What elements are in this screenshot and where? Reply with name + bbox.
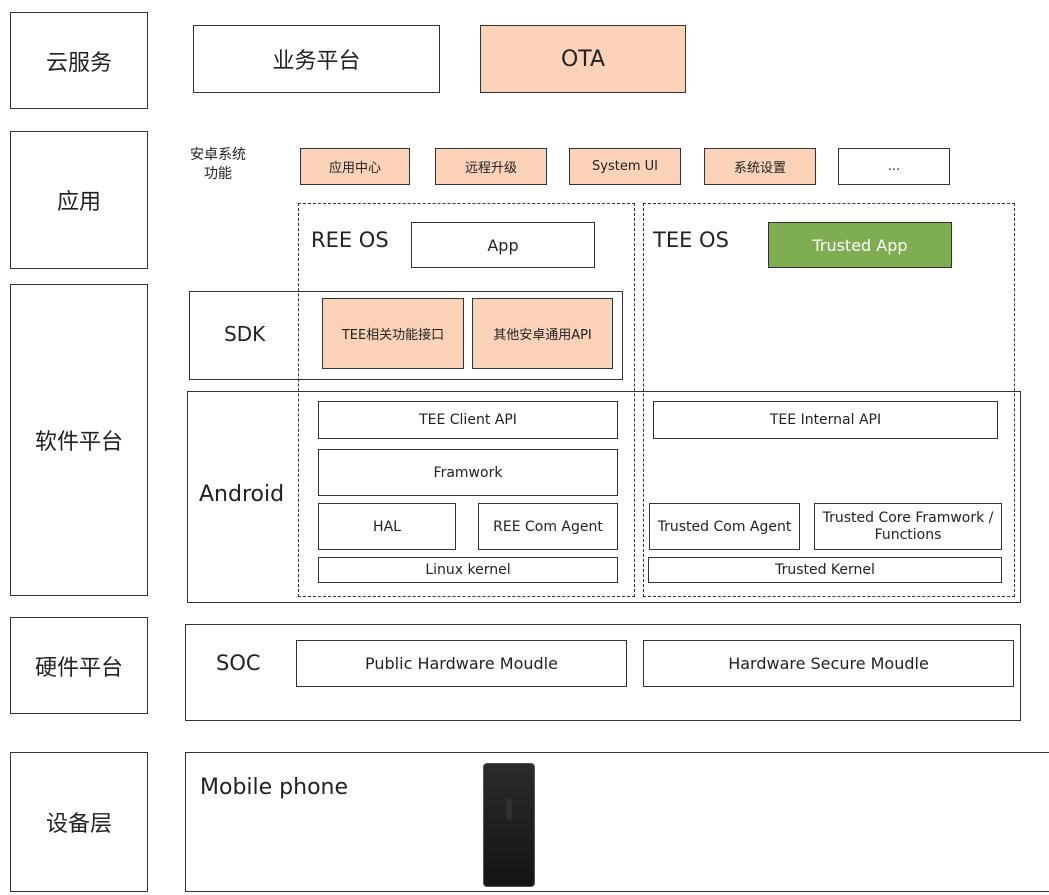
sdk-tee-interface: TEE相关功能接口 [322,298,464,369]
public-hardware-module-box: Public Hardware Moudle [296,640,627,687]
app-chip-label: 系统设置 [733,161,786,176]
hardware-secure-module-label: Hardware Secure Moudle [728,654,929,673]
sdk-item-label: TEE相关功能接口 [341,328,445,343]
android-title: Android [199,482,285,507]
ota-box: OTA [480,25,686,93]
app-chip-system-ui: System UI [569,148,681,185]
ree-com-agent-label: REE Com Agent [493,518,603,535]
mobile-phone-icon [483,763,535,887]
trusted-kernel-box: Trusted Kernel [648,557,1002,583]
ree-app-label: App [487,235,519,255]
business-platform-label: 业务平台 [272,49,361,74]
android-system-functions-label: 安卓系统 功能 [190,147,246,182]
layer-app-label: 应用 [56,190,101,215]
layer-device: 设备层 [10,752,148,892]
ree-com-agent-box: REE Com Agent [478,503,618,550]
app-chip-more: ... [838,148,950,185]
business-platform-box: 业务平台 [193,25,440,93]
ree-app-box: App [411,222,595,268]
public-hardware-module-label: Public Hardware Moudle [365,654,558,673]
layer-software-label: 软件平台 [34,430,123,455]
ree-os-region [298,203,635,597]
app-chip-label: 远程升级 [464,161,517,176]
trusted-core-framework-label: Trusted Core Framwork / Functions [822,509,994,543]
app-chip-label: ... [887,159,901,174]
app-chip-label: 应用中心 [328,161,381,176]
trusted-app-label: Trusted App [812,235,908,255]
sdk-android-api: 其他安卓通用API [472,298,613,369]
linux-kernel-label: Linux kernel [425,562,511,578]
framework-label: Framwork [433,464,503,481]
trusted-com-agent-label: Trusted Com Agent [657,518,792,535]
layer-cloud-label: 云服务 [45,50,112,76]
layer-software: 软件平台 [10,284,148,596]
framework-box: Framwork [318,449,618,496]
app-chip-label: System UI [592,159,658,174]
layer-app: 应用 [10,131,148,269]
device-container: Mobile phone [185,752,1049,892]
tee-client-api-label: TEE Client API [419,412,517,428]
hardware-secure-module-box: Hardware Secure Moudle [643,640,1014,687]
mobile-phone-title: Mobile phone [200,775,349,800]
ree-os-title: REE OS [311,228,389,252]
tee-internal-api-box: TEE Internal API [653,401,998,439]
tee-internal-api-label: TEE Internal API [769,412,882,428]
sdk-title: SDK [224,322,266,346]
layer-device-label: 设备层 [45,812,112,837]
layer-cloud: 云服务 [10,12,148,109]
tee-os-region [643,203,1015,597]
trusted-com-agent-box: Trusted Com Agent [649,503,800,550]
layer-hardware-label: 硬件平台 [34,655,123,681]
hal-label: HAL [373,518,401,535]
app-chip-app-center: 应用中心 [300,148,410,185]
tee-client-api-box: TEE Client API [318,401,618,439]
tee-os-title: TEE OS [653,228,729,252]
trusted-app-box: Trusted App [768,222,952,268]
hal-box: HAL [318,503,456,550]
app-chip-system-settings: 系统设置 [704,148,816,185]
ota-label: OTA [560,46,606,72]
app-chip-remote-upgrade: 远程升级 [435,148,547,185]
layer-hardware: 硬件平台 [10,617,148,714]
linux-kernel-box: Linux kernel [318,557,618,583]
soc-title: SOC [216,651,261,675]
trusted-kernel-label: Trusted Kernel [775,562,875,578]
trusted-core-framework-box: Trusted Core Framwork / Functions [814,503,1002,550]
sdk-item-label: 其他安卓通用API [493,328,592,343]
